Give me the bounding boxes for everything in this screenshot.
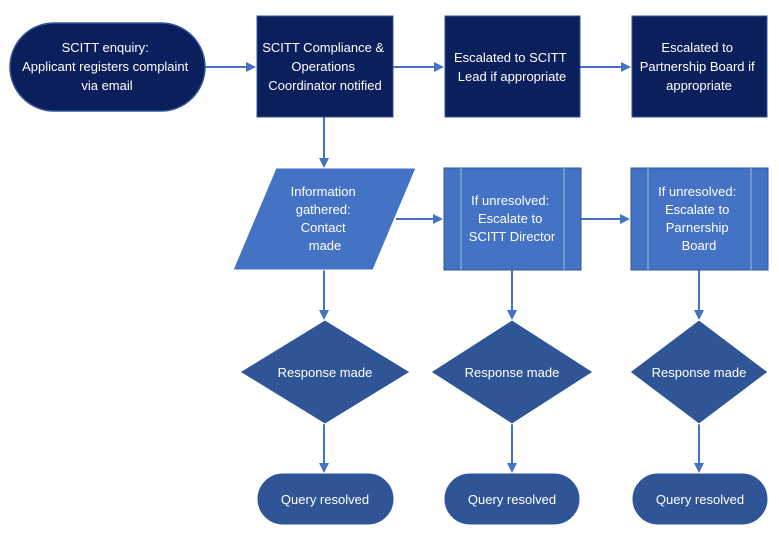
node-resolved-3: Query resolved bbox=[632, 473, 768, 525]
svg-text:Response made: Response made bbox=[652, 365, 747, 380]
node-resolved-1: Query resolved bbox=[257, 473, 394, 525]
svg-text:Query resolved: Query resolved bbox=[468, 492, 556, 507]
node-unresolved-board: If unresolved: Escalate to Parnership Bo… bbox=[630, 167, 769, 271]
enquiry-label-line-2: Applicant registers complaint bbox=[22, 59, 189, 74]
escalate-lead-label-line-1: Escalated to SCITT bbox=[454, 50, 567, 65]
svg-text:Response made: Response made bbox=[278, 365, 373, 380]
unresolved-board-label-line-4: Board bbox=[682, 238, 717, 253]
edges bbox=[205, 62, 704, 473]
svg-text:SCITT Compliance & Opera: SCITT Compliance & Operations Coordinato… bbox=[262, 40, 387, 93]
svg-text:Query resolved: Query resolved bbox=[656, 492, 744, 507]
escalate-lead-label-line-2: Lead if appropriate bbox=[458, 69, 566, 84]
node-escalate-board: Escalated to Partnership Board if approp… bbox=[631, 15, 768, 118]
svg-text:Escalated to Partnership: Escalated to Partnership Board if approp… bbox=[640, 40, 759, 93]
unresolved-director-label-line-3: SCITT Director bbox=[469, 229, 556, 244]
information-label-line-1: Information bbox=[291, 184, 356, 199]
svg-text:If unresolved: Escalate: If unresolved: Escalate to Parnership Bo… bbox=[658, 184, 740, 253]
information-label-line-3: Contact bbox=[301, 220, 346, 235]
node-response-3: Response made bbox=[629, 319, 769, 425]
escalate-board-label-line-2: Partnership Board if bbox=[640, 59, 755, 74]
svg-text:If unresolved: Escalate: If unresolved: Escalate to SCITT Directo… bbox=[469, 193, 556, 244]
node-response-1: Response made bbox=[239, 319, 411, 425]
response-3-label: Response made bbox=[652, 365, 747, 380]
unresolved-board-label-line-2: Escalate to bbox=[665, 202, 729, 217]
node-resolved-2: Query resolved bbox=[444, 473, 580, 525]
svg-text:Query resolved: Query resolved bbox=[281, 492, 369, 507]
unresolved-director-label-line-1: If unresolved: bbox=[471, 193, 549, 208]
svg-text:Response made: Response made bbox=[465, 365, 560, 380]
enquiry-label-line-1: SCITT enquiry: bbox=[62, 40, 149, 55]
svg-text:Information gathered:: Information gathered: Contact made bbox=[291, 184, 360, 253]
coordinator-label-line-3: Coordinator notified bbox=[268, 78, 381, 93]
escalate-board-label-line-1: Escalated to bbox=[661, 40, 733, 55]
node-response-2: Response made bbox=[430, 319, 594, 425]
node-enquiry: SCITT enquiry: Applicant registers compl… bbox=[9, 22, 206, 112]
unresolved-board-label-line-3: Parnership bbox=[666, 220, 729, 235]
enquiry-label-line-3: via email bbox=[81, 78, 132, 93]
node-information: Information gathered: Contact made bbox=[232, 167, 417, 271]
resolved-1-label: Query resolved bbox=[281, 492, 369, 507]
response-2-label: Response made bbox=[465, 365, 560, 380]
unresolved-director-label-line-2: Escalate to bbox=[478, 211, 542, 226]
resolved-2-label: Query resolved bbox=[468, 492, 556, 507]
coordinator-label-line-2: Operations bbox=[291, 59, 355, 74]
information-label-line-2: gathered: bbox=[296, 202, 351, 217]
svg-text:Escalated to SCITT Lead: Escalated to SCITT Lead if appropriate bbox=[454, 50, 570, 84]
information-label-line-4: made bbox=[309, 238, 342, 253]
unresolved-board-label-line-1: If unresolved: bbox=[658, 184, 736, 199]
coordinator-label-line-1: SCITT Compliance & bbox=[262, 40, 384, 55]
node-escalate-lead: Escalated to SCITT Lead if appropriate bbox=[444, 15, 581, 118]
svg-text:SCITT enquiry: Applicant: SCITT enquiry: Applicant registers compl… bbox=[22, 40, 192, 93]
resolved-3-label: Query resolved bbox=[656, 492, 744, 507]
escalate-board-label-line-3: appropriate bbox=[666, 78, 732, 93]
node-coordinator: SCITT Compliance & Operations Coordinato… bbox=[256, 15, 394, 118]
response-1-label: Response made bbox=[278, 365, 373, 380]
node-unresolved-director: If unresolved: Escalate to SCITT Directo… bbox=[443, 167, 582, 271]
